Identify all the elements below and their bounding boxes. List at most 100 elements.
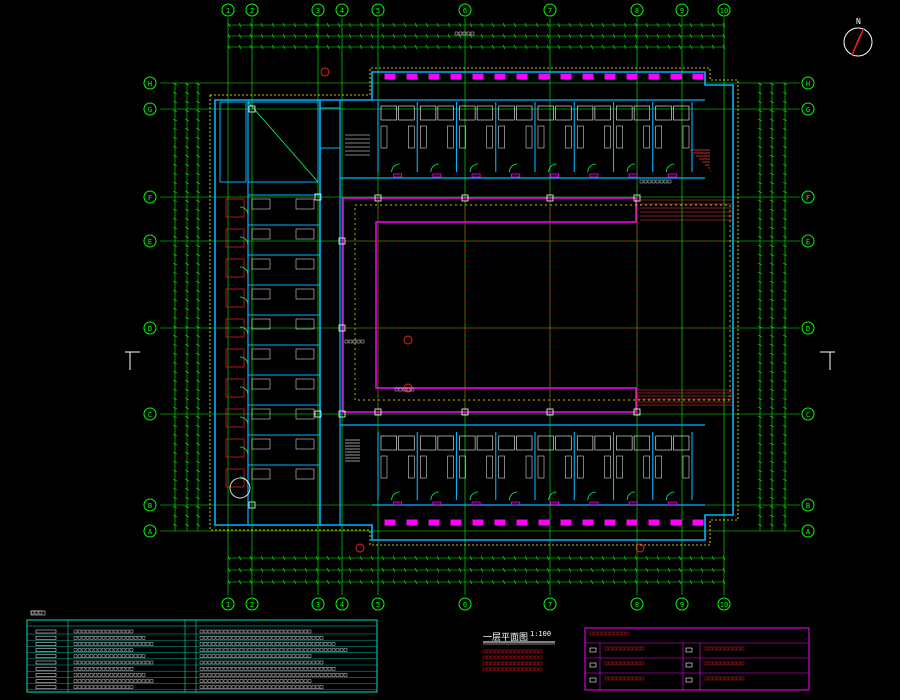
annotation-glyph xyxy=(231,654,236,658)
dimension-tick xyxy=(195,145,201,149)
axis-bubble-label: G xyxy=(806,106,810,114)
annotation-glyph xyxy=(724,676,729,681)
axis-bubble-label: 10 xyxy=(720,7,728,15)
legend-symbol xyxy=(35,679,57,683)
annotation-glyph xyxy=(203,660,208,665)
axis-bubble-icon xyxy=(675,597,689,611)
dimension-tick xyxy=(315,33,319,39)
dimension-tick xyxy=(282,579,286,585)
dimension-tick xyxy=(469,567,473,573)
door-swing xyxy=(508,163,518,173)
dimension-tick xyxy=(238,44,242,50)
annotation-glyph xyxy=(223,673,228,677)
annotation-glyph xyxy=(303,642,308,646)
dimension-tick xyxy=(370,44,374,50)
annotation-glyph xyxy=(89,629,94,634)
annotation-glyph xyxy=(215,636,220,640)
annotation-glyph xyxy=(199,648,204,652)
dimension-tick xyxy=(769,136,775,140)
dimension-tick xyxy=(535,579,539,585)
dimension-tick xyxy=(513,555,517,561)
window-tag xyxy=(560,73,572,80)
dimension-tick xyxy=(184,397,190,401)
dimension-tick xyxy=(568,33,572,39)
dimension-tick xyxy=(436,579,440,585)
annotation-glyph xyxy=(93,642,98,646)
dimension-tick xyxy=(557,555,561,561)
axis-bubble-label: 6 xyxy=(463,7,467,15)
annotation-glyph xyxy=(319,660,324,665)
annotation-glyph xyxy=(655,179,660,184)
annotation-glyph xyxy=(93,673,98,677)
bed xyxy=(486,125,493,149)
door-swing xyxy=(239,236,249,246)
axis-bubble-icon xyxy=(801,102,815,116)
annotation-glyph xyxy=(522,661,527,666)
dimension-tick xyxy=(282,555,286,561)
dimension-tick xyxy=(195,352,201,356)
north-arrow-circle xyxy=(843,27,873,57)
dimension-tick xyxy=(436,567,440,573)
annotation-glyph xyxy=(601,631,606,636)
annotation-glyph xyxy=(271,673,276,677)
dimension-tick xyxy=(782,163,788,167)
annotation-glyph xyxy=(223,642,228,646)
annotation-glyph xyxy=(482,667,487,672)
dimension-tick xyxy=(184,352,190,356)
dimension-tick xyxy=(195,271,201,275)
dimension-tick xyxy=(227,567,231,573)
dimension-tick xyxy=(304,44,308,50)
annotation-glyph xyxy=(522,649,527,654)
door-swing xyxy=(239,416,249,426)
dimension-tick xyxy=(634,33,638,39)
window-tag xyxy=(582,73,594,80)
annotation-glyph xyxy=(291,636,296,640)
annotation-glyph xyxy=(235,654,240,658)
annotation-glyph xyxy=(299,685,304,689)
annotation-glyph xyxy=(243,654,248,658)
annotation-glyph xyxy=(109,667,114,671)
annotation-glyph xyxy=(133,654,138,658)
annotation-glyph xyxy=(207,673,212,677)
dimension-tick xyxy=(195,100,201,104)
dimension-tick xyxy=(546,555,550,561)
dimension-tick xyxy=(757,451,763,455)
dimension-tick xyxy=(195,136,201,140)
dimension-tick xyxy=(195,217,201,221)
annotation-glyph xyxy=(299,660,304,665)
axis-bubble-icon xyxy=(801,524,815,538)
annotation-glyph xyxy=(263,629,268,634)
room-tag xyxy=(510,173,520,178)
dimension-tick xyxy=(458,33,462,39)
dimension-tick xyxy=(172,469,178,473)
dimension-tick xyxy=(480,22,484,28)
column xyxy=(546,194,554,202)
annotation-glyph xyxy=(113,642,118,646)
annotation-glyph xyxy=(259,648,264,652)
dimension-tick xyxy=(260,33,264,39)
annotation-glyph xyxy=(613,631,618,636)
dimension-tick xyxy=(469,22,473,28)
dimension-tick xyxy=(359,44,363,50)
dimension-tick xyxy=(782,352,788,356)
dimension-tick xyxy=(645,44,649,50)
dimension-tick xyxy=(172,370,178,374)
annotation-glyph xyxy=(101,648,106,652)
bed xyxy=(295,468,315,480)
dimension-tick xyxy=(757,361,763,365)
annotation-glyph xyxy=(608,646,613,651)
annotation-glyph xyxy=(331,673,336,677)
annotation-glyph xyxy=(89,679,94,683)
annotation-glyph xyxy=(125,629,130,634)
annotation-glyph xyxy=(231,636,236,640)
annotation-glyph xyxy=(105,660,110,665)
annotation-glyph xyxy=(275,673,280,677)
dimension-tick xyxy=(184,496,190,500)
annotation-glyph xyxy=(728,646,733,651)
annotation-glyph xyxy=(101,667,106,671)
dimension-tick xyxy=(612,567,616,573)
bed xyxy=(420,455,427,479)
annotation-glyph xyxy=(117,673,122,677)
dimension-tick xyxy=(782,154,788,158)
